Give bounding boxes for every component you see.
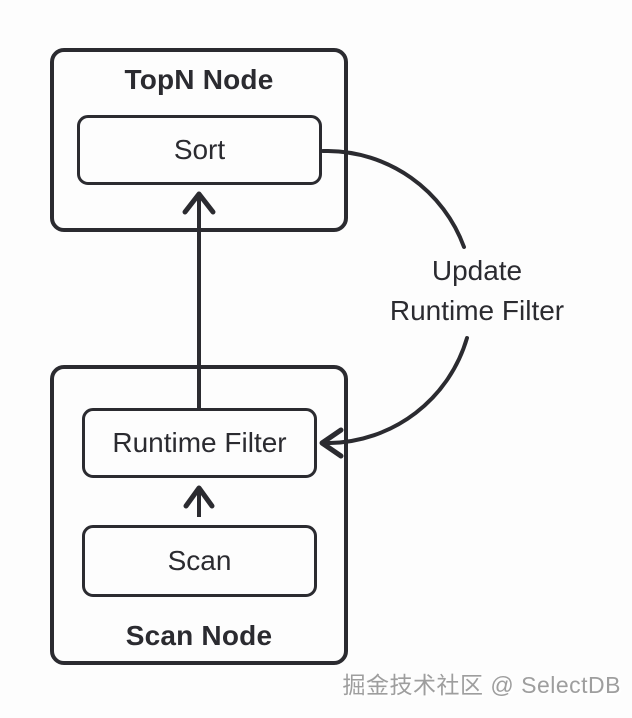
sort-operator-label: Sort (173, 134, 226, 165)
annotation-line-2: Runtime Filter (389, 295, 565, 326)
topn-node-title: TopN Node (124, 64, 274, 95)
watermark-text: 掘金技术社区 @ SelectDB (342, 672, 621, 698)
topn-node-box: TopN Node Sort (50, 48, 348, 232)
scan-operator-box: Scan (82, 525, 317, 597)
runtime-filter-operator-box: Runtime Filter (82, 408, 317, 478)
update-runtime-filter-annotation: Update Runtime Filter (356, 251, 598, 331)
sort-operator-box: Sort (77, 115, 322, 185)
update-curve-lower-arc (325, 336, 469, 445)
runtime-filter-operator-label: Runtime Filter (112, 427, 287, 458)
scan-node-title: Scan Node (125, 620, 273, 651)
scan-node-box: Runtime Filter Scan Scan Node (50, 365, 348, 665)
scan-operator-label: Scan (167, 545, 232, 576)
annotation-line-1: Update (431, 255, 523, 286)
